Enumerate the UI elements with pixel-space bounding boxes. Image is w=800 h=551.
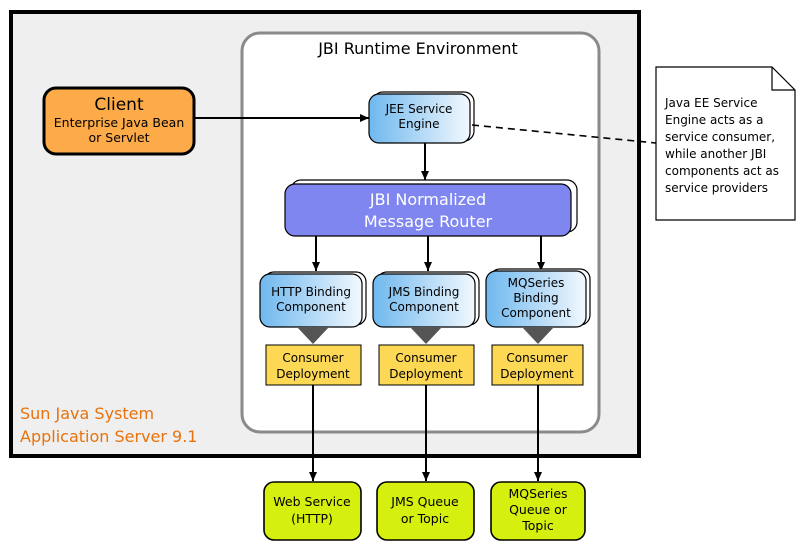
jms-queue-endpoint — [376, 481, 475, 541]
web-service-line1: Web Service — [273, 494, 351, 509]
router-line1: JBI Normalized — [369, 190, 486, 209]
jms-endpoint-triangle — [410, 327, 442, 344]
mq-deployment-line2: Deployment — [500, 367, 574, 381]
note-line2: Engine acts as a — [665, 113, 763, 127]
note-line3: service consumer, — [665, 130, 775, 144]
http-deployment-line1: Consumer — [282, 351, 343, 365]
jms-deployment-box — [378, 344, 475, 386]
jms-deployment-line2: Deployment — [389, 367, 463, 381]
note-line1: Java EE Service — [664, 96, 758, 110]
jee-engine-line1: JEE Service — [385, 102, 453, 116]
mq-queue-line1: MQSeries — [508, 486, 567, 501]
http-binding-line2: Component — [276, 300, 346, 314]
http-binding-line1: HTTP Binding — [271, 285, 351, 299]
mq-queue-line2: Queue or — [509, 502, 568, 517]
mq-queue-endpoint — [490, 481, 586, 541]
jbi-runtime-title: JBI Runtime Environment — [317, 39, 518, 58]
mq-endpoint-triangle — [522, 327, 554, 344]
server-label-line1: Sun Java System — [20, 404, 154, 423]
jms-binding-line1: JMS Binding — [388, 285, 460, 299]
web-service-line2: (HTTP) — [291, 511, 333, 526]
note-fold — [771, 67, 795, 91]
mq-deployment-box — [491, 344, 584, 386]
note-line6: service providers — [665, 181, 768, 195]
client-box — [42, 86, 196, 156]
client-line2: or Servlet — [89, 130, 150, 145]
jms-queue-line2: or Topic — [401, 511, 449, 526]
mq-binding-line1: MQSeries — [508, 276, 565, 290]
jee-engine-box — [368, 93, 471, 144]
jee-engine-line2: Engine — [398, 117, 439, 131]
http-deployment-line2: Deployment — [276, 367, 350, 381]
mq-deployment-line1: Consumer — [506, 351, 567, 365]
client-title: Client — [94, 95, 144, 115]
http-endpoint-triangle — [297, 327, 329, 344]
mq-binding-line2: Binding — [513, 291, 558, 305]
note-line4: while another JBI — [665, 147, 766, 161]
jms-queue-line1: JMS Queue — [390, 494, 459, 509]
client-line1: Enterprise Java Bean — [54, 115, 185, 130]
mq-binding-line3: Component — [501, 306, 571, 320]
mq-queue-line3: Topic — [521, 518, 554, 533]
router-line2: Message Router — [364, 212, 493, 231]
jms-binding-line2: Component — [389, 300, 459, 314]
note-box — [655, 66, 796, 221]
note-connector — [471, 124, 657, 144]
server-label-line2: Application Server 9.1 — [20, 427, 197, 446]
http-deployment-box — [265, 344, 362, 386]
jms-deployment-line1: Consumer — [395, 351, 456, 365]
web-service-endpoint — [263, 481, 362, 541]
note-line5: components act as — [665, 164, 779, 178]
